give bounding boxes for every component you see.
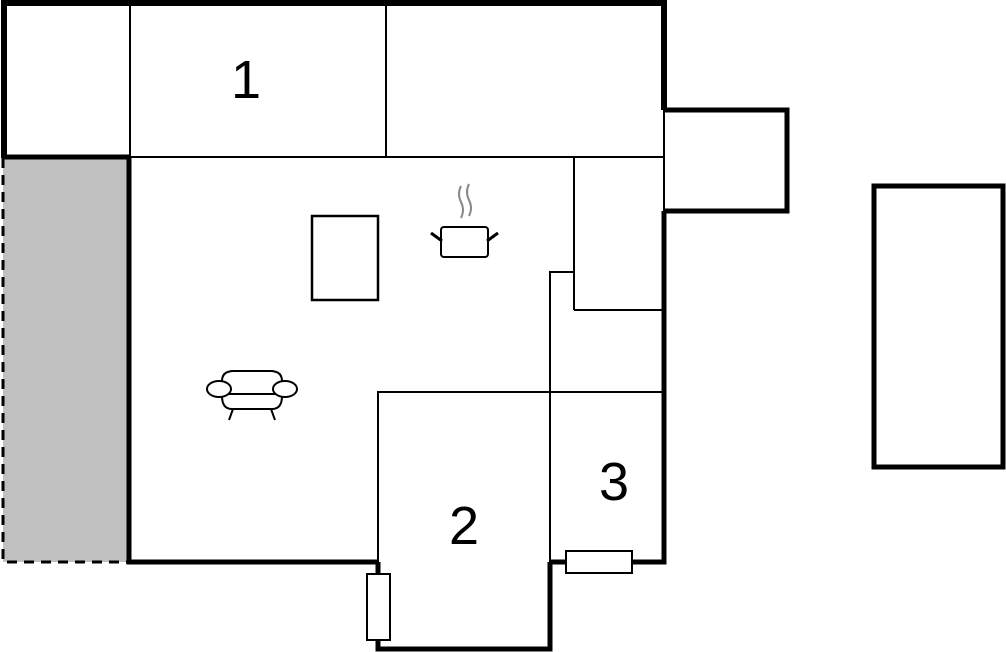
window-room-3 bbox=[565, 550, 633, 574]
exterior-walls bbox=[1, 0, 790, 652]
interior-walls bbox=[129, 3, 665, 562]
room-label-3: 3 bbox=[599, 452, 629, 512]
table-fixture bbox=[310, 214, 380, 302]
kitchen-pot-icon bbox=[430, 183, 499, 258]
terrace-area bbox=[1, 158, 129, 564]
sofa-icon bbox=[206, 370, 298, 421]
window-room-2 bbox=[366, 573, 391, 641]
detached-structure bbox=[871, 183, 1006, 470]
room-label-2: 2 bbox=[449, 496, 479, 556]
room-label-1: 1 bbox=[231, 50, 261, 110]
